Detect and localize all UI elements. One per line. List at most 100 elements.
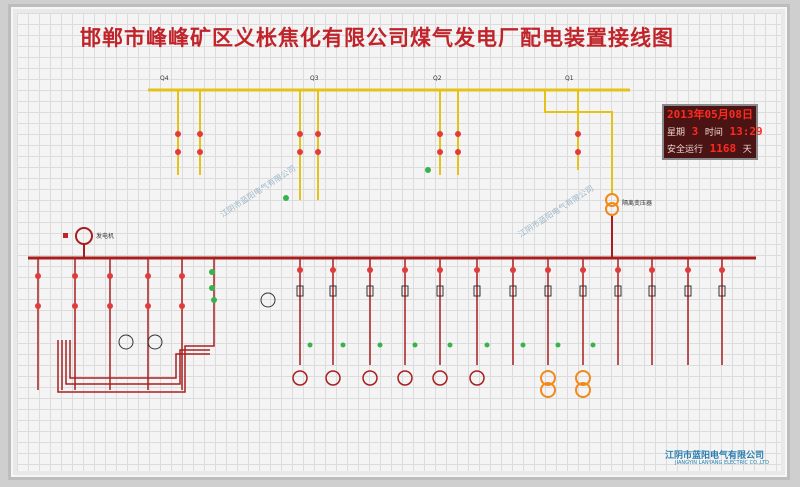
load-symbol xyxy=(118,334,134,350)
red-lamp xyxy=(179,273,185,279)
breaker-symbol xyxy=(648,285,656,297)
red-lamp xyxy=(615,267,621,273)
red-lamp xyxy=(72,273,78,279)
top-feeders xyxy=(177,90,613,200)
top-feeder-label-q1: Q1 xyxy=(565,75,574,82)
top-feeder-label-q4: Q4 xyxy=(160,75,169,82)
breaker-symbol xyxy=(684,285,692,297)
transformer-icon xyxy=(575,382,591,398)
days-unit: 天 xyxy=(742,145,752,155)
isolation-transformer-icon-a xyxy=(605,193,619,207)
red-lamp xyxy=(685,267,691,273)
red-lamp xyxy=(437,131,443,137)
green-lamp xyxy=(425,167,431,173)
red-lamp xyxy=(315,149,321,155)
green-lamp xyxy=(447,342,453,348)
red-lamp xyxy=(402,267,408,273)
red-lamp xyxy=(719,267,725,273)
company-logo-sub: JIANGYIN LANYANG ELECTRIC CO.,LTD xyxy=(675,460,770,466)
safe-label: 安全运行 xyxy=(667,145,704,155)
left-feeder-group xyxy=(37,258,215,393)
generator-icon xyxy=(75,227,93,245)
top-feeder-label-q3: Q3 xyxy=(310,75,319,82)
red-lamp xyxy=(197,131,203,137)
indicator-lamps xyxy=(35,131,725,348)
red-lamp xyxy=(474,267,480,273)
red-lamp xyxy=(35,273,41,279)
red-lamp xyxy=(175,149,181,155)
red-lamp xyxy=(510,267,516,273)
weekday-label: 星期 xyxy=(667,128,686,138)
red-lamp xyxy=(107,273,113,279)
green-lamp xyxy=(377,342,383,348)
motor-icon xyxy=(362,370,378,386)
green-lamp xyxy=(590,342,596,348)
diagram-title: 邯郸市峰峰矿区义枨焦化有限公司煤气发电厂配电装置接线图 xyxy=(80,25,674,50)
breaker-symbol xyxy=(544,285,552,297)
red-lamp xyxy=(545,267,551,273)
breaker-symbol xyxy=(401,285,409,297)
top-feeder-label-q2: Q2 xyxy=(433,75,442,82)
breaker-symbol xyxy=(614,285,622,297)
load-symbol xyxy=(147,334,163,350)
red-lamp xyxy=(455,149,461,155)
motor-icon xyxy=(397,370,413,386)
digital-clock: 2013年05月08日 星期 3 时间 13:29 安全运行 1168 天 xyxy=(662,104,763,160)
red-lamp xyxy=(107,303,113,309)
breaker-symbol xyxy=(296,285,304,297)
feeder-drops xyxy=(296,258,726,365)
red-lamp xyxy=(197,149,203,155)
breaker-symbol xyxy=(509,285,517,297)
red-lamp xyxy=(575,131,581,137)
breaker-symbol xyxy=(366,285,374,297)
motor-icon xyxy=(469,370,485,386)
red-lamp xyxy=(315,131,321,137)
transformer-icon xyxy=(575,370,591,386)
red-lamp xyxy=(179,303,185,309)
red-lamp xyxy=(575,149,581,155)
red-lamp xyxy=(367,267,373,273)
red-lamp xyxy=(297,149,303,155)
motor-icon xyxy=(292,370,308,386)
red-lamp xyxy=(145,303,151,309)
weekday-value: 3 xyxy=(691,125,699,138)
clock-date: 2013年05月08日 xyxy=(667,108,753,121)
green-lamp xyxy=(211,297,217,303)
generator-indicator xyxy=(63,233,68,238)
red-lamp xyxy=(455,131,461,137)
red-lamp xyxy=(72,303,78,309)
green-lamp xyxy=(283,195,289,201)
green-lamp xyxy=(555,342,561,348)
green-lamp xyxy=(412,342,418,348)
breaker-symbol xyxy=(579,285,587,297)
green-lamp xyxy=(520,342,526,348)
generator-label: 发电机 xyxy=(96,232,114,240)
transformer-icon xyxy=(540,370,556,386)
isolation-transformer-icon-b xyxy=(605,202,619,216)
breaker-symbol xyxy=(329,285,337,297)
time-label: 时间 xyxy=(704,128,723,138)
red-lamp xyxy=(145,273,151,279)
breaker-symbol xyxy=(436,285,444,297)
red-lamp xyxy=(580,267,586,273)
load-symbol xyxy=(260,292,276,308)
transformer-icon xyxy=(540,382,556,398)
motor-icon xyxy=(432,370,448,386)
isolation-transformer-label: 隔离变压器 xyxy=(622,199,652,207)
green-lamp xyxy=(209,269,215,275)
red-lamp xyxy=(437,267,443,273)
red-lamp xyxy=(297,267,303,273)
safe-days-value: 1168 xyxy=(709,142,737,155)
motor-icon xyxy=(325,370,341,386)
green-lamp xyxy=(484,342,490,348)
red-lamp xyxy=(297,131,303,137)
red-lamp xyxy=(437,149,443,155)
company-logo: 江阴市蓝阳电气有限公司 xyxy=(665,451,765,461)
red-lamp xyxy=(330,267,336,273)
green-lamp xyxy=(307,342,313,348)
red-lamp xyxy=(175,131,181,137)
green-lamp xyxy=(340,342,346,348)
breaker-symbol xyxy=(718,285,726,297)
top-feeder-labels: Q4 Q3 Q2 Q1 xyxy=(160,75,574,82)
